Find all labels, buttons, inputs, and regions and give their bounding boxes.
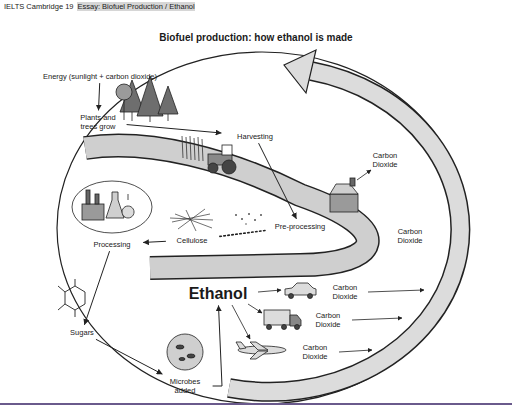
flow-arrow (96, 340, 162, 375)
car-icon (285, 283, 316, 299)
stage-text: Sugars (62, 328, 102, 337)
flow-arrow (259, 144, 297, 219)
crops-icon (182, 136, 203, 161)
stage-text: Energy (sunlight + carbon dioxide) (30, 72, 170, 81)
flow-arrow (99, 84, 100, 111)
sugar-molecule (58, 279, 85, 317)
stage-label: Cellulose (168, 235, 217, 246)
stage-text: Ethanol (178, 285, 258, 303)
stage-text: Pre-processing (269, 222, 331, 231)
stage-text: Microbes added (161, 377, 209, 395)
page-header: IELTS Cambridge 19 Essay: Biofuel Product… (4, 2, 195, 11)
pre-processing-machine (330, 170, 371, 212)
stage-text: Processing (85, 240, 140, 249)
stage-label: Energy (sunlight + carbon dioxide) (28, 71, 172, 82)
stage-text: Cellulose (170, 236, 215, 245)
header-text: Essay: Biofuel Production / Ethanol (77, 2, 194, 11)
truck-icon (264, 310, 301, 330)
emission-label: Carbon Dioxide (324, 283, 366, 301)
process-road (85, 146, 368, 268)
cycle-circle (57, 52, 467, 404)
diagram-title: Biofuel production: how ethanol is made (0, 32, 512, 43)
stage-label: Processing (83, 239, 142, 250)
stage-label: Plants and trees grow (71, 112, 125, 132)
header-text: IELTS Cambridge 19 (4, 2, 73, 11)
particles (235, 213, 262, 225)
particle-trail (219, 231, 266, 237)
processing-plant (72, 181, 152, 233)
stage-text: Plants and trees grow (73, 113, 123, 131)
plane-icon (236, 342, 286, 359)
emission-label: Carbon Dioxide (364, 151, 406, 169)
emission-label: Carbon Dioxide (307, 311, 349, 329)
emission-arrows (232, 290, 424, 352)
stage-label: Ethanol (176, 284, 260, 304)
flow-arrow (127, 125, 221, 133)
flow-arrow (144, 241, 166, 242)
stage-label: Microbes added (159, 376, 211, 396)
tractor-icon (208, 145, 236, 174)
stage-label: Sugars (60, 327, 104, 338)
trees-icon (116, 76, 178, 122)
microbes-dish (167, 334, 203, 370)
stage-label: Pre-processing (267, 221, 333, 232)
cellulose-fibres (170, 209, 213, 231)
flow-arrow (85, 252, 110, 325)
page-rule (0, 403, 512, 405)
emission-label: Carbon Dioxide (389, 227, 431, 245)
emission-label: Carbon Dioxide (294, 343, 336, 361)
stage-text: Harvesting (225, 132, 285, 141)
flow-arrow (213, 306, 222, 386)
stage-label: Harvesting (223, 131, 287, 142)
